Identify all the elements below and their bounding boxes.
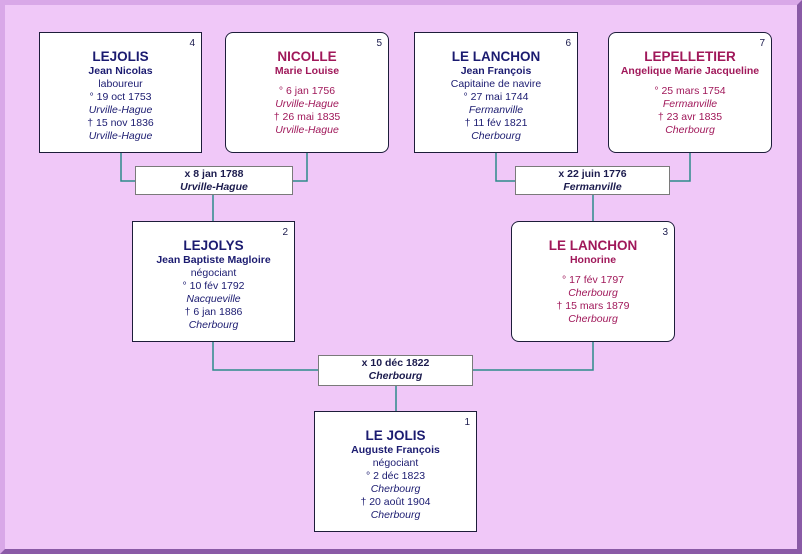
- birth-date: ° 2 déc 1823: [365, 470, 426, 482]
- occupation: négociant: [372, 457, 419, 469]
- person-card-6[interactable]: 6 LE LANCHON Jean François Capitaine de …: [414, 32, 578, 153]
- marriage-box-6-7[interactable]: x 22 juin 1776 Fermanville: [515, 166, 670, 195]
- sosa-number: 5: [376, 38, 382, 49]
- person-card-1[interactable]: 1 LE JOLIS Auguste François négociant ° …: [314, 411, 477, 532]
- surname: LEPELLETIER: [644, 49, 736, 64]
- death-place: Cherbourg: [471, 130, 521, 142]
- death-place: Urville-Hague: [88, 130, 153, 142]
- death-place: Urville-Hague: [275, 124, 339, 136]
- connector-lines: [120, 153, 691, 411]
- birth-place: Cherbourg: [370, 483, 421, 495]
- given-names: Honorine: [569, 254, 617, 266]
- given-names: Jean Baptiste Magloire: [156, 254, 271, 266]
- birth-date: ° 10 fév 1792: [182, 280, 245, 292]
- marriage-date: x 8 jan 1788: [184, 168, 244, 180]
- birth-date: ° 19 oct 1753: [89, 91, 152, 103]
- birth-place: Fermanville: [662, 98, 718, 110]
- birth-date: ° 27 mai 1744: [463, 91, 529, 103]
- death-date: † 26 mai 1835: [273, 111, 341, 123]
- birth-place: Urville-Hague: [275, 98, 339, 110]
- surname: LE LANCHON: [548, 238, 638, 253]
- given-names: Angelique Marie Jacqueline: [620, 65, 760, 77]
- birth-place: Fermanville: [468, 104, 524, 116]
- death-date: † 15 mars 1879: [556, 300, 630, 312]
- birth-date: ° 6 jan 1756: [278, 85, 336, 97]
- death-date: † 23 avr 1835: [657, 111, 723, 123]
- birth-date: ° 25 mars 1754: [654, 85, 726, 97]
- given-names: Marie Louise: [274, 65, 340, 77]
- death-place: Cherbourg: [665, 124, 715, 136]
- death-date: † 15 nov 1836: [87, 117, 154, 129]
- death-place: Cherbourg: [188, 319, 239, 331]
- surname: LE LANCHON: [451, 49, 541, 64]
- sosa-number: 7: [759, 38, 765, 49]
- given-names: Jean François: [460, 65, 532, 77]
- birth-place: Urville-Hague: [88, 104, 153, 116]
- death-date: † 6 jan 1886: [184, 306, 243, 318]
- sosa-number: 4: [189, 38, 195, 49]
- given-names: Auguste François: [351, 444, 440, 456]
- sosa-number: 2: [282, 227, 288, 238]
- death-date: † 20 août 1904: [360, 496, 431, 508]
- person-card-3[interactable]: 3 LE LANCHON Honorine ° 17 fév 1797 Cher…: [511, 221, 675, 342]
- given-names: Jean Nicolas: [88, 65, 153, 77]
- person-card-2[interactable]: 2 LEJOLYS Jean Baptiste Magloire négocia…: [132, 221, 295, 342]
- death-place: Cherbourg: [370, 509, 421, 521]
- surname: LEJOLIS: [92, 49, 149, 64]
- marriage-date: x 10 déc 1822: [361, 357, 430, 369]
- person-card-4[interactable]: 4 LEJOLIS Jean Nicolas laboureur ° 19 oc…: [39, 32, 202, 153]
- birth-place: Cherbourg: [568, 287, 618, 299]
- occupation: négociant: [190, 267, 237, 279]
- marriage-box-4-5[interactable]: x 8 jan 1788 Urville-Hague: [135, 166, 293, 195]
- sosa-number: 6: [565, 38, 571, 49]
- surname: LE JOLIS: [365, 428, 426, 443]
- person-card-5[interactable]: 5 NICOLLE Marie Louise ° 6 jan 1756 Urvi…: [225, 32, 389, 153]
- marriage-place: Urville-Hague: [180, 181, 248, 193]
- death-date: † 11 fév 1821: [464, 117, 528, 129]
- surname: NICOLLE: [277, 49, 337, 64]
- sosa-number: 1: [464, 417, 470, 428]
- occupation: laboureur: [98, 78, 143, 90]
- marriage-place: Cherbourg: [368, 370, 423, 382]
- marriage-place: Fermanville: [563, 181, 622, 193]
- marriage-date: x 22 juin 1776: [558, 168, 627, 180]
- surname: LEJOLYS: [183, 238, 244, 253]
- birth-date: ° 17 fév 1797: [562, 274, 624, 286]
- death-place: Cherbourg: [568, 313, 618, 325]
- marriage-box-2-3[interactable]: x 10 déc 1822 Cherbourg: [318, 355, 473, 386]
- person-card-7[interactable]: 7 LEPELLETIER Angelique Marie Jacqueline…: [608, 32, 772, 153]
- occupation: Capitaine de navire: [450, 78, 542, 90]
- birth-place: Nacqueville: [186, 293, 241, 305]
- sosa-number: 3: [662, 227, 668, 238]
